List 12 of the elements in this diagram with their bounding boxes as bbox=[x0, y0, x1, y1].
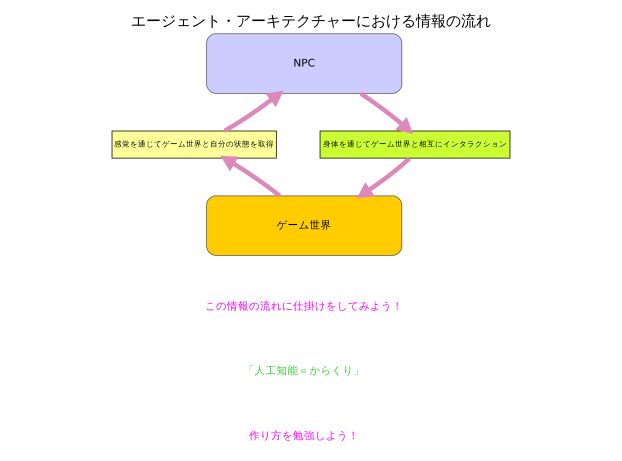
node-box: 感覚を通じてゲーム世界と自分の状態を取得 bbox=[112, 130, 277, 159]
diagram-title: エージェント・アーキテクチャーにおける情報の流れ bbox=[131, 12, 491, 30]
arrow bbox=[359, 92, 414, 134]
label: この情報の流れに仕掛けをしてみよう！ bbox=[205, 300, 404, 312]
node-box: 身体を通じてゲーム世界と相互にインタラクション bbox=[320, 130, 510, 159]
arrow bbox=[220, 156, 282, 198]
node-box: NPC bbox=[206, 33, 402, 94]
arrow bbox=[223, 90, 284, 133]
label: 「人工知能＝からくり」 bbox=[244, 365, 365, 378]
label: 作り方を勉強しよう！ bbox=[249, 430, 360, 442]
node-box: ゲーム世界 bbox=[206, 195, 402, 256]
arrow bbox=[356, 156, 411, 198]
